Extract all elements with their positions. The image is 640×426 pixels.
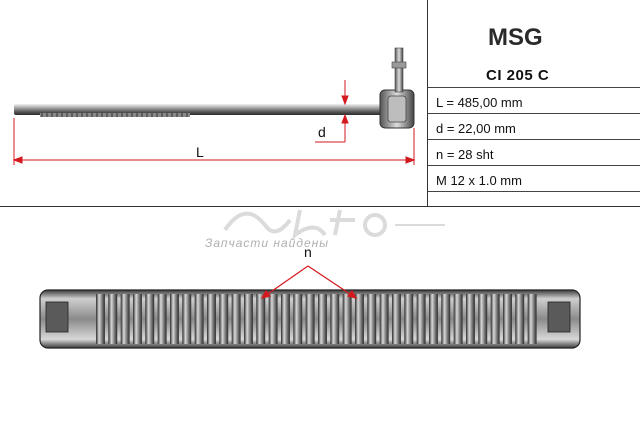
rack-tooth <box>256 294 266 344</box>
rack-tooth <box>281 294 290 344</box>
rack-tooth <box>157 294 167 344</box>
length-label: L <box>196 144 204 160</box>
rack-tooth <box>367 294 377 344</box>
rack-tooth <box>318 294 327 344</box>
rack-side-drawing <box>12 47 416 165</box>
rack-tooth <box>305 294 315 344</box>
section-divider-horizontal <box>0 206 640 207</box>
row-separator <box>428 191 640 192</box>
row-separator <box>428 87 640 88</box>
rack-tooth <box>416 294 426 344</box>
diameter-label: d <box>318 124 326 140</box>
rack-tooth <box>379 294 389 344</box>
autopro-watermark-logo <box>223 209 445 240</box>
diameter-dimension <box>315 80 349 143</box>
length-dimension <box>12 118 416 165</box>
rack-tooth <box>515 294 525 344</box>
rack-tooth <box>429 294 438 344</box>
row-separator <box>428 113 640 114</box>
msg-logo: MSG <box>488 24 543 51</box>
teeth-count-label: n <box>304 244 312 260</box>
rack-tooth <box>453 294 463 344</box>
rack-tooth <box>355 294 364 344</box>
rack-tooth <box>478 294 488 344</box>
rack-tooth <box>194 294 204 344</box>
rack-tooth <box>182 294 192 344</box>
spec-teeth: n = 28 sht <box>436 147 494 162</box>
rack-tooth <box>330 294 340 344</box>
rack-tooth <box>490 294 500 344</box>
spec-length: L = 485,00 mm <box>436 95 523 110</box>
rack-tooth <box>145 294 155 344</box>
rack-shaft <box>14 104 384 115</box>
table-divider-vertical <box>427 0 428 206</box>
rack-tooth <box>527 294 537 344</box>
rack-tooth <box>404 294 414 344</box>
rack-tooth <box>96 294 105 344</box>
rack-tooth <box>133 294 142 344</box>
rack-tooth <box>441 294 451 344</box>
rack-tooth <box>108 294 118 344</box>
row-separator <box>428 139 640 140</box>
rack-tooth <box>503 294 512 344</box>
rack-tooth <box>392 294 401 344</box>
spec-diameter: d = 22,00 mm <box>436 121 516 136</box>
rack-tooth <box>231 294 241 344</box>
watermark-caption: Запчасти найдены <box>205 236 330 250</box>
rack-tooth <box>170 294 179 344</box>
teeth-pointer <box>260 265 358 299</box>
threaded-stub <box>394 47 404 93</box>
row-separator <box>428 165 640 166</box>
rack-tooth <box>466 294 475 344</box>
spec-thread: M 12 x 1.0 mm <box>436 173 522 188</box>
rack-teeth-closeup <box>39 265 581 349</box>
rack-teeth-strip <box>40 113 190 117</box>
rack-tooth <box>219 294 229 344</box>
rack-tooth <box>207 294 216 344</box>
rack-tooth <box>244 294 253 344</box>
rack-tooth <box>120 294 130 344</box>
part-code: CI 205 C <box>486 67 550 84</box>
rack-tooth <box>268 294 278 344</box>
rack-teeth <box>96 294 537 344</box>
rack-tooth <box>342 294 352 344</box>
rack-tooth <box>293 294 303 344</box>
